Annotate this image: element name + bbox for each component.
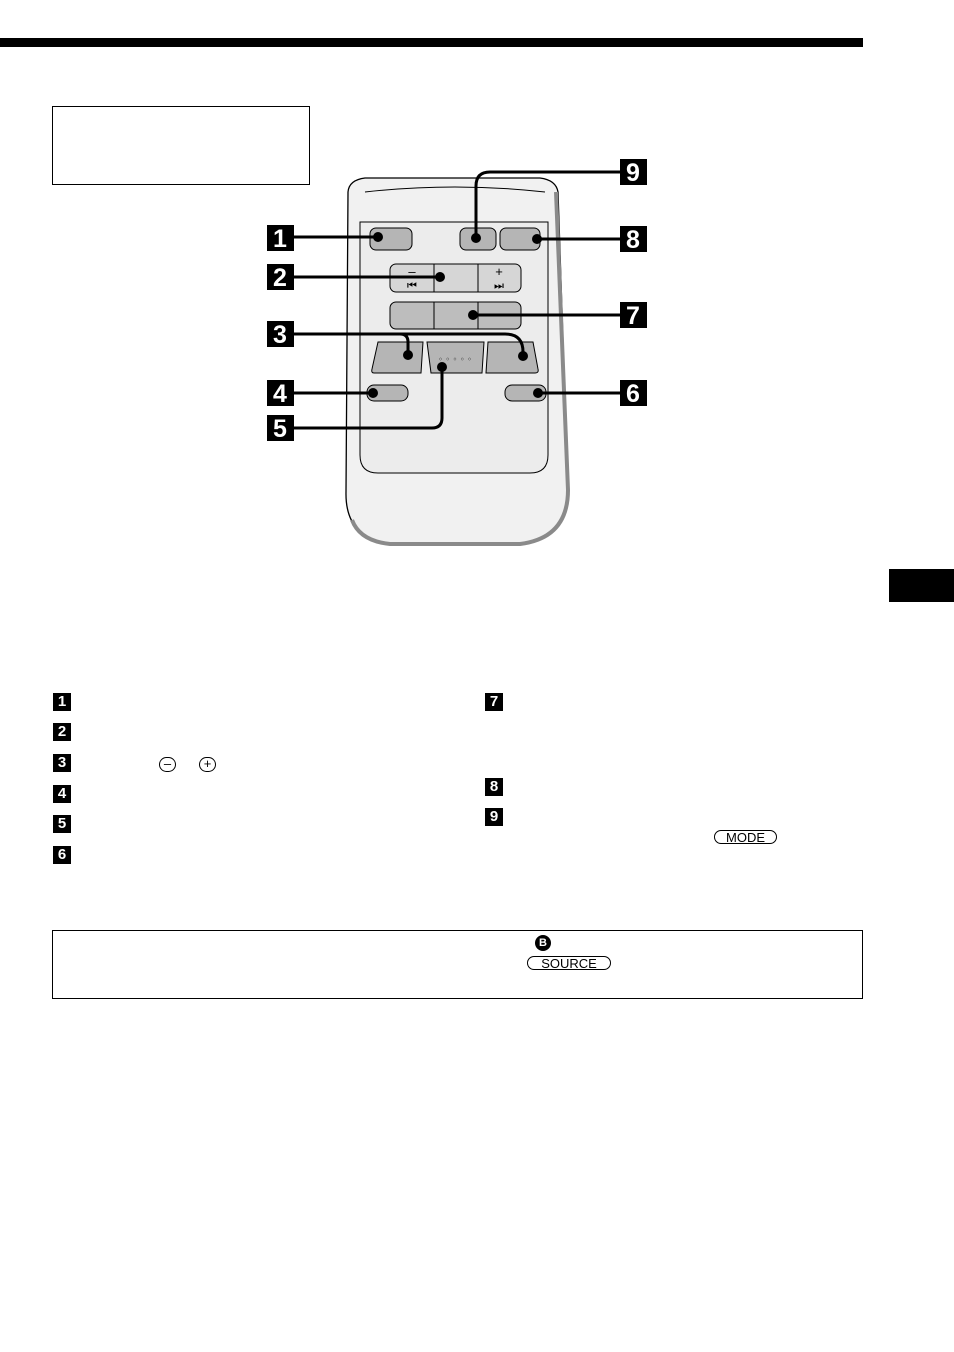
- callout-5-label: 5: [273, 415, 287, 443]
- callout-8: [620, 226, 647, 252]
- callout-3: [267, 321, 294, 347]
- button-3-right: [485, 341, 539, 374]
- minus-key-symbol: –: [159, 757, 176, 772]
- callout-7-label: 7: [626, 302, 640, 330]
- plus-key-symbol: +: [199, 757, 216, 772]
- button-3-left: [371, 341, 424, 374]
- callout-9: [620, 159, 647, 185]
- prev-track-icon: ⏮: [407, 279, 417, 292]
- top-rule: [0, 38, 863, 47]
- legend-number-5: 5: [53, 815, 71, 833]
- callout-2-label: 2: [273, 264, 287, 292]
- mode-key-label: MODE: [714, 830, 777, 845]
- callout-9-label: 9: [626, 159, 640, 187]
- section-tab: [889, 569, 954, 602]
- callout-6: [620, 380, 647, 406]
- callout-1: [267, 225, 294, 251]
- legend-number-7: 7: [485, 693, 503, 711]
- callout-7: [620, 302, 647, 328]
- legend-number-2: 2: [53, 723, 71, 741]
- remote-top-edge: [364, 186, 546, 193]
- callout-4-label: 4: [273, 380, 287, 408]
- remote-shadow: [350, 191, 571, 546]
- rocker-minus-label: –: [408, 264, 416, 279]
- legend-number-8: 8: [485, 778, 503, 796]
- callout-6-label: 6: [626, 380, 640, 408]
- callout-1-label: 1: [273, 225, 287, 253]
- legend-number-4: 4: [53, 785, 71, 803]
- source-key-label: SOURCE: [527, 956, 611, 971]
- note-box: [52, 930, 863, 999]
- legend-number-9: 9: [485, 808, 503, 826]
- reference-b-badge: B: [535, 935, 551, 951]
- callout-4: [267, 380, 294, 406]
- legend-number-3: 3: [53, 754, 71, 772]
- caption-box: [52, 106, 310, 185]
- next-track-icon: ⏭: [494, 279, 504, 292]
- callout-5: [267, 415, 294, 441]
- preset-dots: ◦ ◦ ◦ ◦ ◦: [438, 355, 472, 364]
- legend-number-6: 6: [53, 846, 71, 864]
- rocker-plus-label: +: [495, 264, 503, 279]
- callout-8-label: 8: [626, 226, 640, 254]
- callout-3-label: 3: [273, 321, 287, 349]
- callout-2: [267, 264, 294, 290]
- remote-control-diagram: – + ⏮ ⏭ ◦ ◦ ◦ ◦ ◦: [267, 159, 647, 546]
- legend-number-1: 1: [53, 693, 71, 711]
